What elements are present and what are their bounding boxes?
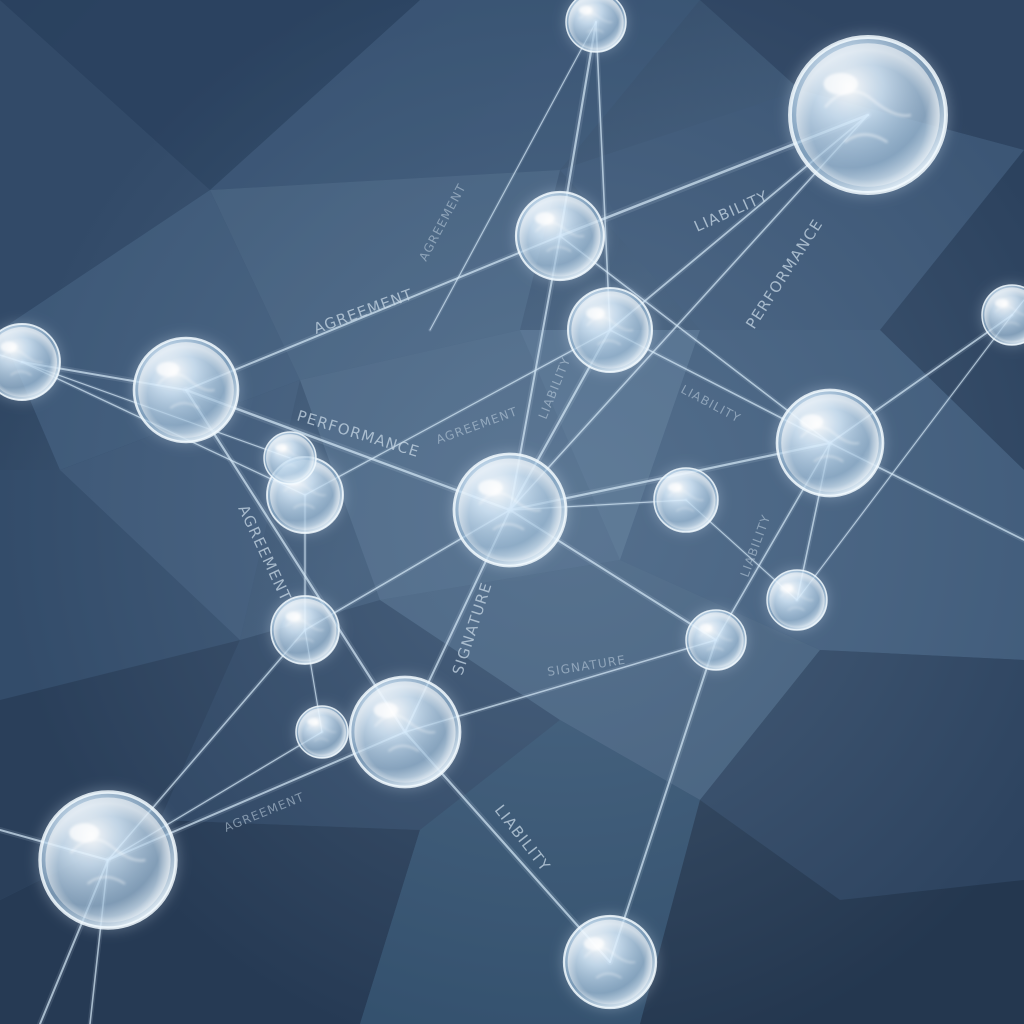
network-node xyxy=(0,322,62,402)
network-node xyxy=(565,285,655,375)
node-highlight xyxy=(779,583,794,593)
node-rim xyxy=(656,470,716,530)
node-rim xyxy=(273,598,337,662)
node-texture xyxy=(780,590,814,611)
node-texture xyxy=(275,449,305,468)
edge-strand xyxy=(184,388,407,734)
node-highlight xyxy=(69,823,100,843)
node-texture xyxy=(586,316,634,346)
node-highlight xyxy=(994,298,1009,308)
node-texture xyxy=(285,619,324,643)
network-node xyxy=(36,788,180,932)
node-highlight xyxy=(285,611,301,622)
node-texture xyxy=(995,305,1024,326)
node-highlight xyxy=(823,72,858,95)
edge-strand xyxy=(429,21,597,331)
edge-strand xyxy=(595,21,611,331)
node-rim xyxy=(796,43,940,187)
node-highlight xyxy=(478,479,503,496)
network-node xyxy=(564,0,628,54)
node-texture xyxy=(478,492,542,531)
network-node xyxy=(980,283,1024,347)
node-rim xyxy=(571,291,649,369)
network-node xyxy=(684,608,748,672)
edge-strand xyxy=(796,314,1013,601)
node-highlight xyxy=(156,361,180,377)
network-node xyxy=(262,430,318,486)
network-node xyxy=(765,568,829,632)
edge-strand xyxy=(559,235,831,444)
node-texture xyxy=(668,489,704,512)
node-texture xyxy=(307,723,337,742)
node-texture xyxy=(584,947,636,979)
node-texture xyxy=(69,838,146,885)
node-texture xyxy=(374,714,436,752)
node-highlight xyxy=(373,702,398,718)
node-texture xyxy=(699,630,733,651)
node-highlight xyxy=(586,307,605,320)
node-texture xyxy=(800,426,860,463)
network-node xyxy=(774,387,886,499)
edge-strand xyxy=(509,114,869,511)
network-node xyxy=(294,704,350,760)
node-texture xyxy=(156,373,215,409)
node-rim xyxy=(138,342,234,438)
node-highlight xyxy=(275,443,287,452)
node-rim xyxy=(567,919,653,1005)
network-node xyxy=(269,594,341,666)
network-node xyxy=(561,913,659,1011)
node-texture xyxy=(824,90,912,144)
node-rim xyxy=(45,797,171,923)
network-node xyxy=(451,451,569,569)
edge-strand xyxy=(609,639,717,963)
node-texture xyxy=(0,349,44,376)
node-rim xyxy=(781,394,879,492)
node-rim xyxy=(354,681,456,783)
network-node xyxy=(131,335,241,445)
node-texture xyxy=(283,482,327,509)
node-highlight xyxy=(698,623,713,633)
edge-strand xyxy=(304,329,611,496)
node-rim xyxy=(984,287,1024,343)
node-rim xyxy=(519,195,601,277)
node-highlight xyxy=(667,482,682,492)
node-highlight xyxy=(0,341,18,353)
node-rim xyxy=(458,458,562,562)
node-highlight xyxy=(799,414,824,430)
node-rim xyxy=(688,612,744,668)
node-highlight xyxy=(583,937,605,951)
network-node xyxy=(513,189,607,283)
node-rim xyxy=(769,572,825,628)
network-node xyxy=(786,33,950,197)
node-rim xyxy=(266,434,314,482)
network-node xyxy=(347,674,463,790)
node-highlight xyxy=(534,212,555,225)
node-rim xyxy=(298,708,346,756)
edge-strand xyxy=(185,235,561,391)
node-highlight xyxy=(307,717,319,726)
node-texture xyxy=(535,222,585,252)
node-texture xyxy=(579,12,613,33)
network-node xyxy=(652,466,720,534)
node-highlight xyxy=(578,5,593,15)
